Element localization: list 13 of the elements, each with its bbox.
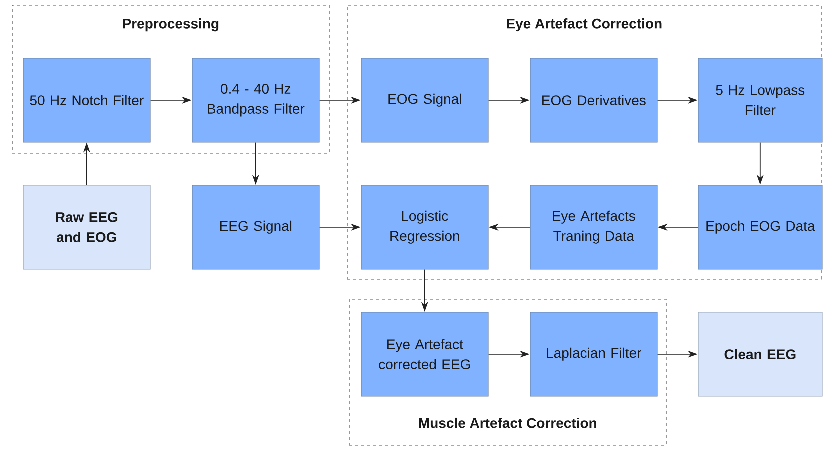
process-box: EEG Signal xyxy=(192,185,320,270)
process-box: Eye Artefacts Traning Data xyxy=(530,185,658,270)
process-box: EOG Derivatives xyxy=(530,58,658,143)
process-box: Laplacian Filter xyxy=(530,312,658,397)
process-box: 5 Hz Lowpass Filter xyxy=(698,58,823,143)
process-box: EOG Signal xyxy=(361,58,489,143)
process-box: 0.4 - 40 Hz Bandpass Filter xyxy=(192,58,320,143)
source-box: Raw EEG and EOG xyxy=(23,185,151,270)
process-box: Eye Artefact corrected EEG xyxy=(361,312,489,397)
process-box: Epoch EOG Data xyxy=(698,185,823,270)
process-box: 50 Hz Notch Filter xyxy=(23,58,151,143)
process-box: Logistic Regression xyxy=(361,185,489,270)
source-box: Clean EEG xyxy=(698,312,823,397)
